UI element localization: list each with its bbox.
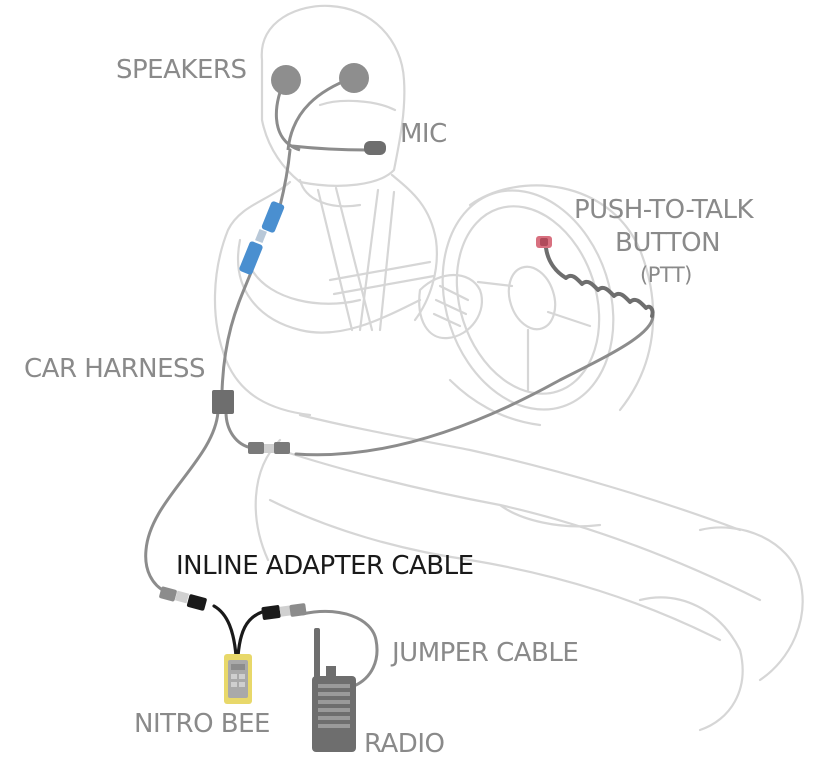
ptt-coiled-cable — [544, 246, 655, 318]
inline-adapter-cable — [212, 604, 238, 658]
label-radio: RADIO — [364, 729, 445, 759]
cables — [144, 148, 655, 688]
speaker-icon — [271, 65, 301, 95]
headset-adapter — [261, 201, 285, 233]
label-ptt-line1: PUSH-TO-TALK — [574, 195, 754, 225]
nitro-bee-device-icon — [224, 654, 252, 704]
label-jumper-cable: JUMPER CABLE — [392, 638, 579, 668]
driver-outline — [213, 4, 804, 732]
label-ptt-line2: BUTTON — [615, 228, 721, 258]
radio-icon — [312, 628, 356, 752]
mic-icon — [364, 141, 386, 155]
speaker-icon — [339, 63, 369, 93]
headset — [271, 63, 386, 155]
car-harness-box — [212, 390, 234, 414]
label-speakers: SPEAKERS — [116, 55, 247, 85]
label-mic: MIC — [400, 119, 447, 149]
connectors — [159, 201, 552, 620]
label-nitro-bee: NITRO BEE — [134, 709, 271, 739]
label-inline-adapter-cable: INLINE ADAPTER CABLE — [176, 551, 474, 581]
label-car-harness: CAR HARNESS — [24, 354, 206, 384]
jumper-cable-line — [300, 610, 379, 688]
label-ptt-line3: (PTT) — [640, 263, 692, 287]
